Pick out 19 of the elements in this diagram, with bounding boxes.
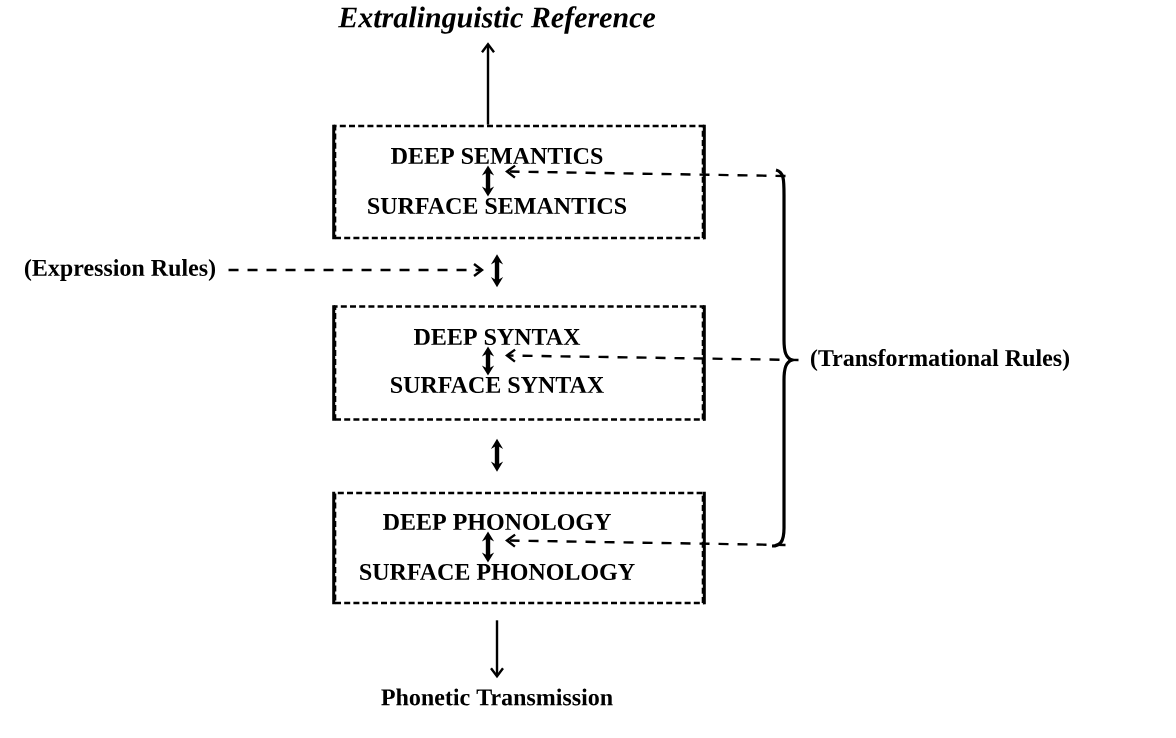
dashed-arrow (505, 533, 786, 548)
arrow (481, 42, 495, 125)
brace-label: (Transformational Rules) (771, 168, 1070, 548)
dashed-box (332, 490, 706, 606)
arrow (490, 620, 504, 679)
layer-label: DEEP PHONOLOGY (383, 513, 611, 531)
caption-text: Phonetic Transmission (381, 688, 613, 706)
dashed-arrow (505, 164, 786, 179)
layer-label: SURFACE SEMANTICS (368, 197, 627, 215)
dashed-arrow (228, 263, 484, 277)
caption-text: Extralinguistic Reference (338, 6, 656, 34)
dashed-box (332, 303, 706, 423)
rule-label: (Expression Rules) (24, 259, 216, 281)
layer-label: DEEP SYNTAX (413, 328, 581, 346)
layer-label: DEEP SEMANTICS (391, 147, 603, 165)
dashed-arrow (505, 348, 799, 363)
dashed-box (332, 123, 706, 241)
layer-label: SURFACE PHONOLOGY (360, 563, 635, 581)
layer-label: SURFACE SYNTAX (391, 376, 604, 394)
